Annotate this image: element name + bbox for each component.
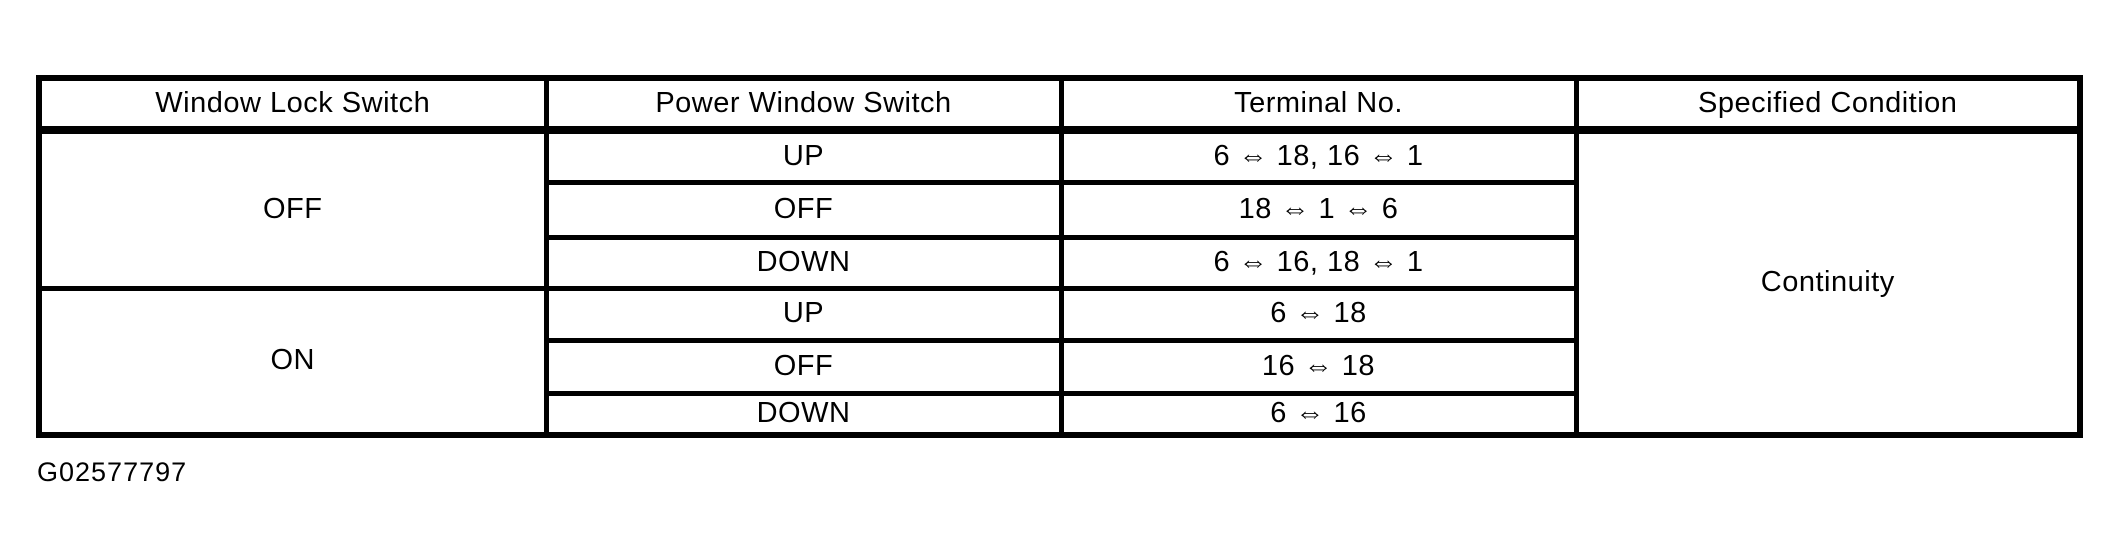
- table-row: OFF 18 ⇔ 1 ⇔ 6: [39, 179, 2080, 240]
- table-row: OFF 16 ⇔ 18: [39, 337, 2080, 396]
- lock-switch-on-cell: ON: [36, 285, 549, 438]
- header-window-lock-switch: Window Lock Switch: [36, 75, 549, 134]
- header-specified-condition: Specified Condition: [1573, 75, 2083, 134]
- header-power-window-switch: Power Window Switch: [543, 75, 1064, 134]
- terminal-cell: 6 ⇔ 16: [1058, 390, 1579, 438]
- table-row: DOWN 6 ⇔ 16, 18 ⇔ 1: [39, 234, 2080, 291]
- power-switch-cell: OFF: [543, 179, 1064, 240]
- power-switch-cell: DOWN: [543, 390, 1064, 438]
- header-row: Window Lock Switch Power Window Switch T…: [36, 75, 2083, 134]
- power-switch-cell: DOWN: [543, 234, 1064, 291]
- terminal-cell: 6 ⇔ 18, 16 ⇔ 1: [1058, 127, 1579, 185]
- lock-switch-off-cell: OFF: [36, 127, 549, 291]
- specified-condition-cell: Continuity: [1573, 127, 2083, 438]
- terminal-cell: 6 ⇔ 18: [1058, 285, 1579, 343]
- window-lock-switch-continuity-table: Window Lock Switch Power Window Switch T…: [36, 75, 2083, 438]
- power-switch-cell: UP: [543, 127, 1064, 185]
- terminal-cell: 18 ⇔ 1 ⇔ 6: [1058, 179, 1579, 240]
- terminal-cell: 16 ⇔ 18: [1058, 337, 1579, 396]
- table-row: DOWN 6 ⇔ 16: [39, 390, 2080, 438]
- power-switch-cell: OFF: [543, 337, 1064, 396]
- power-switch-cell: UP: [543, 285, 1064, 343]
- table-row: ON UP 6 ⇔ 18: [36, 285, 2080, 438]
- terminal-cell: 6 ⇔ 16, 18 ⇔ 1: [1058, 234, 1579, 291]
- table-row: OFF UP 6 ⇔ 18, 16 ⇔ 1 Continuity: [36, 127, 2083, 438]
- figure-id: G02577797: [37, 457, 188, 487]
- header-terminal-no: Terminal No.: [1058, 75, 1579, 134]
